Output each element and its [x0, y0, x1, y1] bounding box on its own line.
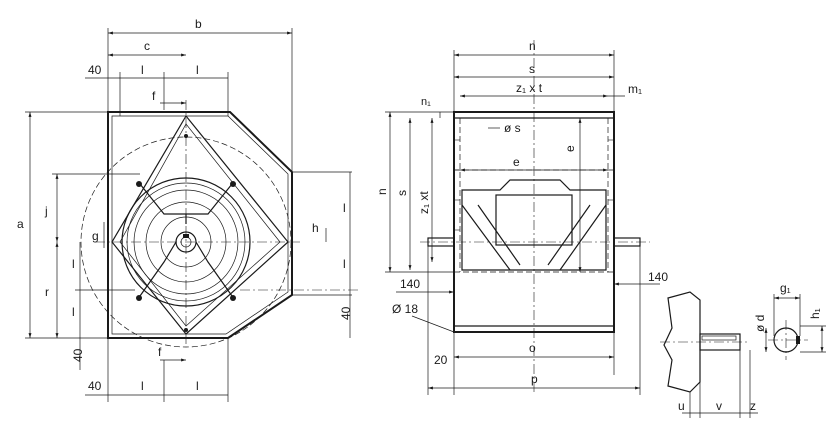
label-l-side-bottom: l [72, 305, 75, 319]
dim-dia-18 [411, 315, 455, 333]
shaft-key [701, 335, 737, 341]
label-h: h [312, 221, 319, 235]
label-l-top-right: l [196, 63, 199, 77]
label-40-bottom: 40 [88, 379, 102, 393]
label-n-side: n [375, 188, 389, 195]
shaft-stub-right [613, 237, 641, 247]
label-n-top: n [529, 39, 536, 53]
label-f-bottom: f [158, 345, 162, 359]
label-d: ø d [753, 315, 767, 332]
label-z: z [750, 399, 756, 413]
label-a: a [17, 217, 24, 231]
label-e-horizontal: e [513, 155, 520, 169]
label-f-top: f [152, 89, 156, 103]
diamond-frame-inner [119, 123, 281, 327]
bearing-housing [663, 291, 701, 393]
label-z1xt-side: z₁ xt [417, 191, 431, 214]
label-40-right: 40 [339, 306, 353, 320]
label-s-top: s [529, 62, 535, 76]
impeller-struts [461, 204, 607, 271]
label-j: j [44, 204, 48, 218]
shaft-stub-left [427, 237, 455, 247]
shaft-section-keyway [796, 336, 800, 344]
hub-key [183, 234, 189, 238]
label-dia-18: Ø 18 [392, 302, 418, 316]
label-g1: g₁ [780, 281, 791, 295]
label-40-top: 40 [88, 63, 102, 77]
label-l-side-top: l [72, 257, 75, 271]
label-z1xt-top: z₁ x t [516, 81, 543, 95]
label-n1: n₁ [421, 96, 431, 108]
label-o: o [529, 341, 536, 355]
label-140-left: 140 [400, 277, 420, 291]
label-l-right-bottom: l [343, 257, 346, 271]
label-l-top-left: l [141, 63, 144, 77]
label-20: 20 [434, 353, 448, 367]
support-struts [139, 183, 233, 297]
side-view: n s z₁ x t m₁ n₁ ø s e e n s z₁ xt [375, 39, 668, 395]
label-40-left: 40 [71, 348, 85, 362]
label-l-bottom-left: l [141, 379, 144, 393]
frame-bolts [454, 139, 614, 231]
label-u: u [678, 399, 685, 413]
label-l-right-top: l [343, 201, 346, 215]
label-s-side: s [395, 190, 409, 196]
label-b: b [195, 17, 202, 31]
front-view: b c 40 l l f a j g r l l [17, 17, 360, 402]
label-g: g [92, 229, 99, 243]
label-h1: h₁ [808, 308, 822, 319]
shaft-detail: u v z ø d g₁ h₁ [660, 281, 826, 418]
label-c: c [144, 39, 150, 53]
shaft [699, 333, 741, 351]
label-v: v [716, 399, 722, 413]
label-140-right: 140 [648, 270, 668, 284]
volute-dashed-outline [80, 136, 292, 348]
label-r: r [45, 285, 49, 299]
label-m1: m₁ [628, 82, 642, 96]
label-l-bottom-right: l [196, 379, 199, 393]
label-ds: ø s [504, 121, 521, 135]
label-e-vertical: e [563, 145, 577, 152]
label-p: p [531, 372, 538, 386]
